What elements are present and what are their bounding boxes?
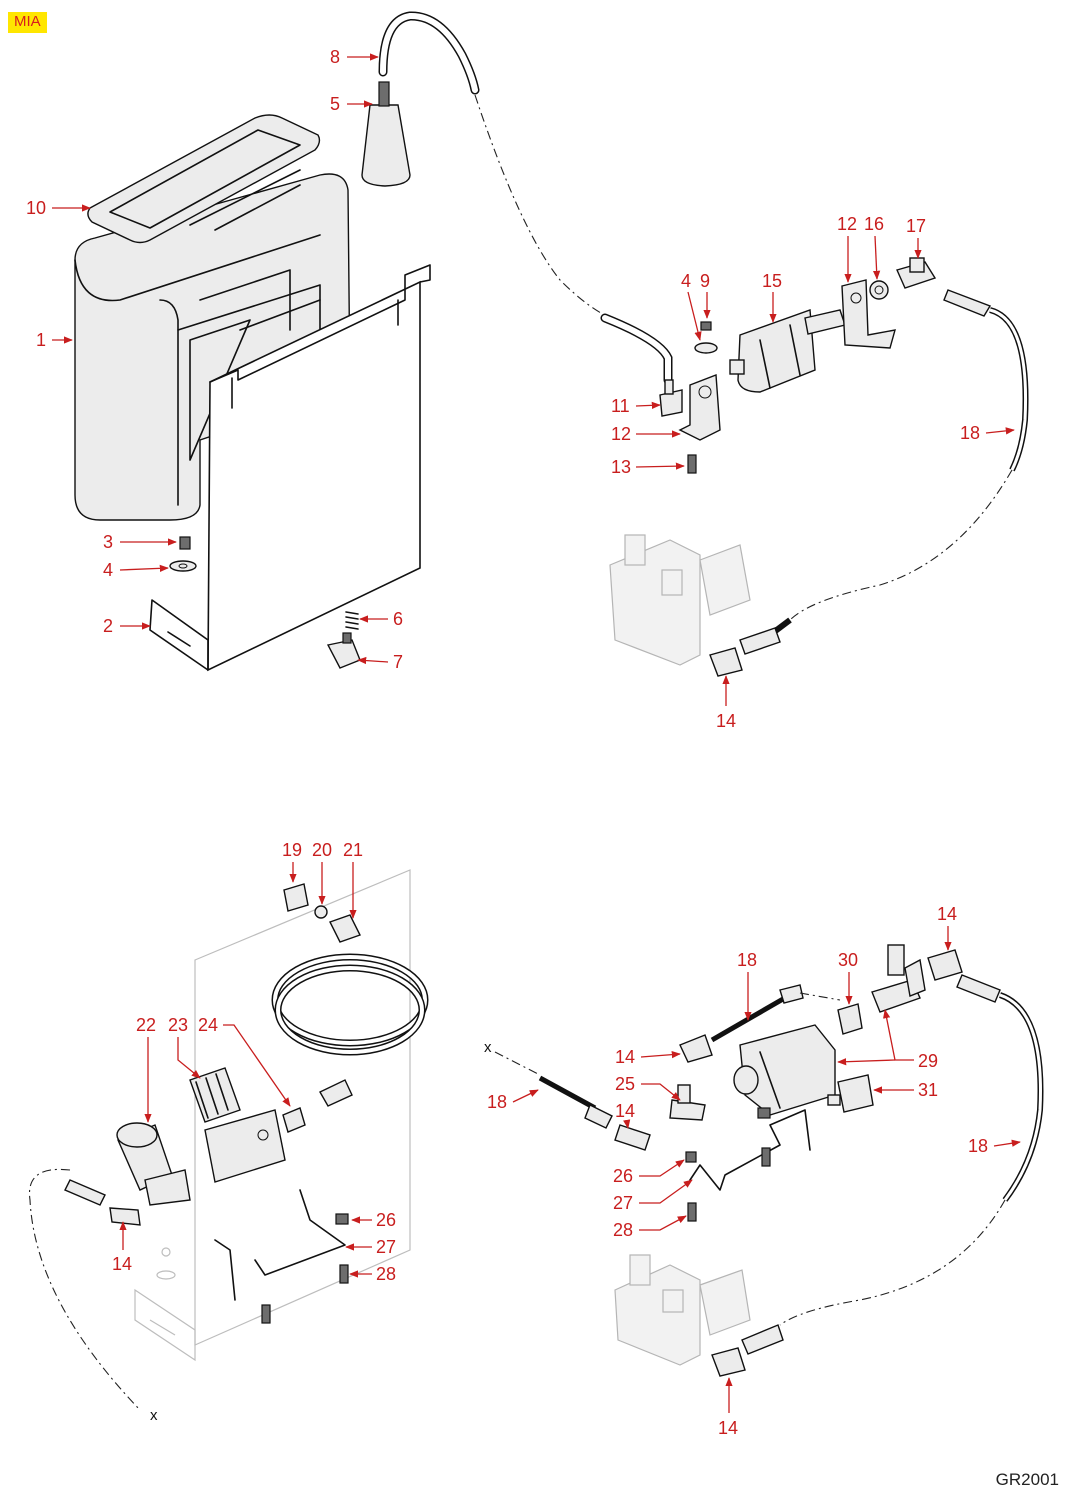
callout-15: 15 bbox=[762, 271, 782, 291]
callout-17: 17 bbox=[906, 216, 926, 236]
clip-27-left bbox=[214, 1189, 346, 1301]
elbow-14-upper bbox=[679, 1034, 713, 1063]
callout-22: 22 bbox=[136, 1015, 156, 1035]
screw-3 bbox=[179, 536, 191, 550]
callout-6: 6 bbox=[393, 609, 403, 629]
callout-19: 19 bbox=[282, 840, 302, 860]
elbow-14-right bbox=[927, 949, 963, 981]
solenoid-valve-ghost-top bbox=[609, 534, 751, 666]
callouts: 1 2 3 4 5 6 7 8 10 4 9 15 12 16 17 11 12 bbox=[26, 47, 1021, 1438]
tee-fitting-11 bbox=[659, 379, 683, 417]
screw-13 bbox=[687, 454, 697, 474]
bracket-12-upper bbox=[841, 279, 896, 349]
callout-12-upper: 12 bbox=[837, 214, 857, 234]
elbow-14-left bbox=[64, 1179, 141, 1226]
tee-25 bbox=[669, 1084, 706, 1121]
mounting-bracket-plate bbox=[149, 264, 431, 672]
elbow-14-bottom bbox=[711, 1324, 784, 1377]
pressure-regulator-23 bbox=[189, 1067, 286, 1183]
callout-7: 7 bbox=[393, 652, 403, 672]
callout-24: 24 bbox=[198, 1015, 218, 1035]
microswitch-7 bbox=[326, 632, 361, 669]
hose-8 bbox=[378, 11, 673, 385]
callout-18-upper: 18 bbox=[737, 950, 757, 970]
callout-13: 13 bbox=[611, 457, 631, 477]
callout-29: 29 bbox=[918, 1051, 938, 1071]
nut-26-left bbox=[335, 1213, 349, 1225]
hose-dashed-left bbox=[28, 1168, 141, 1411]
callout-10: 10 bbox=[26, 198, 46, 218]
callout-16: 16 bbox=[864, 214, 884, 234]
tube-18-bottom-left bbox=[538, 1075, 613, 1129]
callout-14-mid: 14 bbox=[615, 1101, 635, 1121]
pump-29 bbox=[733, 1024, 836, 1116]
callout-14-right: 14 bbox=[937, 904, 957, 924]
hose-dashed-upper bbox=[799, 992, 841, 1001]
spring-6 bbox=[345, 611, 359, 630]
callout-27-right: 27 bbox=[613, 1193, 633, 1213]
callout-1: 1 bbox=[36, 330, 46, 350]
callout-18-left: 18 bbox=[487, 1092, 507, 1112]
tank-lid bbox=[87, 114, 321, 244]
callout-2: 2 bbox=[103, 616, 113, 636]
screw-28-right bbox=[687, 1147, 771, 1222]
washer-4-pump bbox=[694, 342, 718, 354]
callout-8: 8 bbox=[330, 47, 340, 67]
callout-5: 5 bbox=[330, 94, 340, 114]
bracket-12-lower bbox=[678, 374, 721, 441]
pump-15 bbox=[729, 309, 846, 393]
callout-21: 21 bbox=[343, 840, 363, 860]
tube-18-top bbox=[768, 289, 1029, 638]
callout-14-upper: 14 bbox=[615, 1047, 635, 1067]
callout-26-left: 26 bbox=[376, 1210, 396, 1230]
nut-26-right bbox=[685, 1107, 771, 1163]
callout-3: 3 bbox=[103, 532, 113, 552]
elbow-14-mid bbox=[614, 1124, 651, 1151]
coil-31 bbox=[827, 1074, 874, 1113]
callout-14-bottom: 14 bbox=[718, 1418, 738, 1438]
callout-28-right: 28 bbox=[613, 1220, 633, 1240]
clip-27-right bbox=[689, 1109, 811, 1191]
callout-12-lower: 12 bbox=[611, 424, 631, 444]
hose-coil-21 bbox=[271, 914, 429, 1107]
callout-23: 23 bbox=[168, 1015, 188, 1035]
drawing-code: GR2001 bbox=[995, 1470, 1059, 1489]
ref-mark-x-right: x bbox=[484, 1039, 492, 1056]
callout-14-left: 14 bbox=[112, 1254, 132, 1274]
solenoid-valve-ghost-bottom bbox=[614, 1254, 751, 1366]
callout-20: 20 bbox=[312, 840, 332, 860]
model-badge: MIA bbox=[8, 12, 47, 33]
callout-4: 4 bbox=[103, 560, 113, 580]
elbow-14-top bbox=[709, 627, 781, 677]
callout-9: 9 bbox=[700, 271, 710, 291]
callout-28-left: 28 bbox=[376, 1264, 396, 1284]
callout-18-top: 18 bbox=[960, 423, 980, 443]
callout-14-top: 14 bbox=[716, 711, 736, 731]
callout-25: 25 bbox=[615, 1074, 635, 1094]
float-5 bbox=[361, 81, 411, 187]
callout-11: 11 bbox=[611, 396, 630, 416]
hose-dashed-right bbox=[494, 1051, 541, 1076]
nut-19 bbox=[283, 883, 309, 912]
callout-27-left: 27 bbox=[376, 1237, 396, 1257]
fitting-17 bbox=[896, 257, 937, 289]
ghost-bracket-lower-left bbox=[134, 869, 411, 1362]
valve-22 bbox=[116, 1122, 191, 1206]
callout-4-pump: 4 bbox=[681, 271, 691, 291]
seal-20 bbox=[314, 905, 328, 919]
callout-18-right: 18 bbox=[968, 1136, 988, 1156]
callout-30: 30 bbox=[838, 950, 858, 970]
callout-26-right: 26 bbox=[613, 1166, 633, 1186]
screw-28-left bbox=[261, 1264, 349, 1324]
fitting-24 bbox=[282, 1107, 306, 1133]
ref-mark-x-left: x bbox=[150, 1407, 158, 1424]
tube-18-bottom-right bbox=[779, 974, 1044, 1326]
gasket-16 bbox=[869, 280, 889, 300]
fitting-30 bbox=[837, 1003, 863, 1035]
tee-29 bbox=[871, 944, 926, 1013]
nut-9 bbox=[700, 321, 712, 331]
washer-4 bbox=[169, 560, 197, 572]
callout-31: 31 bbox=[918, 1080, 938, 1100]
